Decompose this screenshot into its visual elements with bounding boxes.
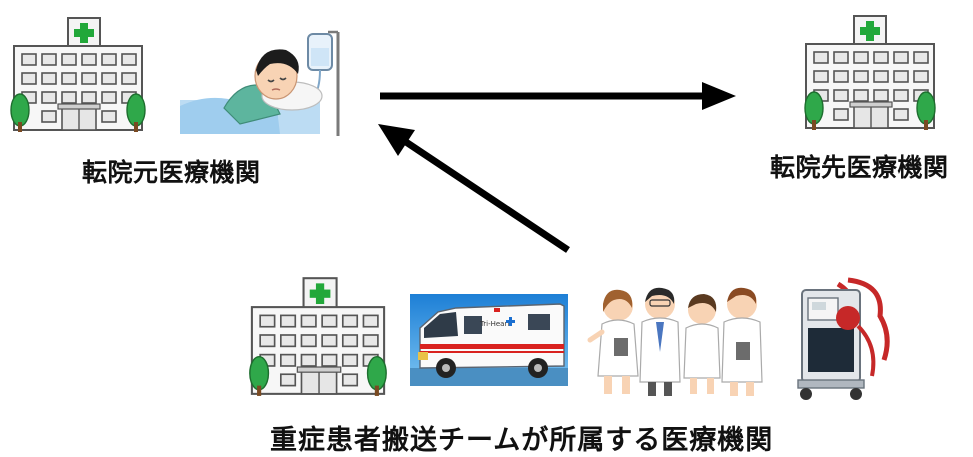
nurse-figure xyxy=(683,294,721,394)
medical-staff-icon xyxy=(586,282,776,398)
patient-in-bed-icon xyxy=(180,28,348,138)
transport-team-hospital-label: 重症患者搬送チームが所属する医療機関 xyxy=(270,425,774,456)
doctor-figure xyxy=(721,287,763,396)
transfer-arrow-right xyxy=(380,82,736,110)
nurse-figure xyxy=(587,289,639,394)
ambulance-icon: Tri-Heart xyxy=(410,294,568,386)
doctor-figure xyxy=(639,287,681,396)
destination-hospital-icon xyxy=(800,10,940,132)
ecmo-machine-icon xyxy=(788,276,898,406)
team-hospital-icon xyxy=(244,272,392,398)
dispatch-arrow-diagonal xyxy=(378,124,570,253)
source-hospital-label: 転院元医療機関 xyxy=(82,158,261,187)
source-hospital-icon xyxy=(8,12,148,134)
ambulance-side-text: Tri-Heart xyxy=(479,320,510,328)
destination-hospital-label: 転院先医療機関 xyxy=(770,153,949,182)
